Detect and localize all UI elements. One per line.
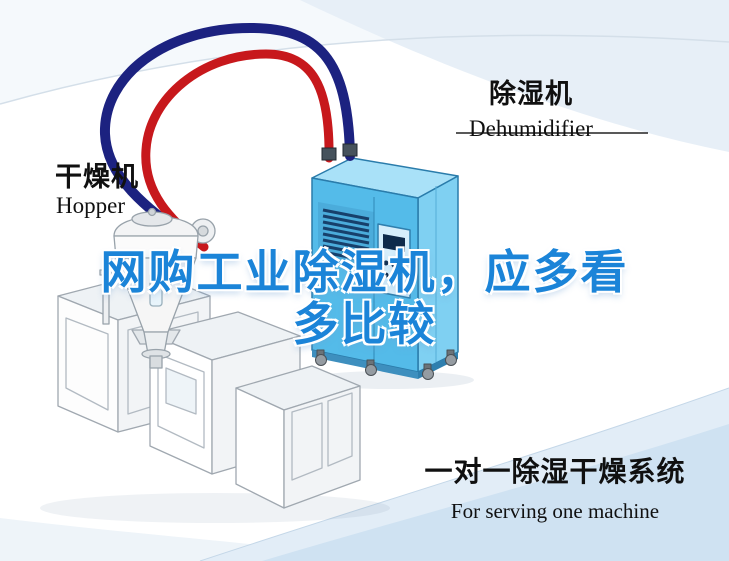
dehumidifier-illustration <box>311 157 459 380</box>
system-label-zh: 一对一除湿干燥系统 <box>424 456 686 487</box>
hopper-illustration <box>99 207 216 369</box>
vent-grille <box>318 202 374 270</box>
system-label-en: For serving one machine <box>450 499 660 523</box>
dehumidifier-label-zh: 除湿机 <box>489 79 573 109</box>
hopper-label-zh: 干燥机 <box>55 162 139 192</box>
page-title-line2: 多比较 <box>292 298 437 350</box>
return-air-pipe <box>141 49 334 252</box>
pipe-fittings <box>321 143 358 161</box>
system-label-block: 一对一除湿干燥系统 For serving one machine <box>405 450 705 524</box>
control-panel <box>377 223 411 299</box>
supply-air-pipe <box>99 22 355 247</box>
dehumidifier-label-en: Dehumidifier <box>469 116 593 141</box>
dehumidifier-label-block: 除湿机 Dehumidifier <box>456 72 606 142</box>
caster-wheels <box>315 349 457 380</box>
page-title-line1: 网购工业除湿机，应多看 <box>100 246 629 298</box>
hopper-label-en: Hopper <box>56 193 125 218</box>
